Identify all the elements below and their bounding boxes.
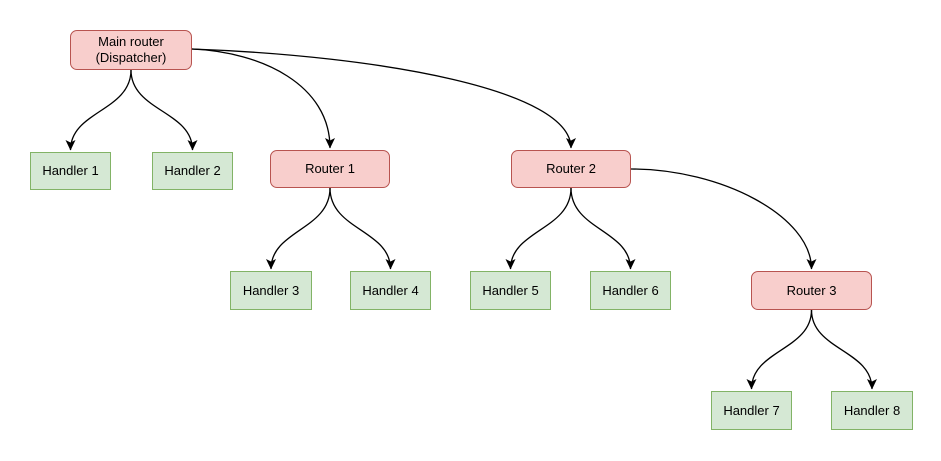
node-handler-4[interactable]: Handler 4 bbox=[350, 271, 431, 310]
edge-main-router-to-handler-2 bbox=[130, 69, 198, 151]
edge-main-router-to-router-1 bbox=[191, 48, 335, 149]
node-handler-3[interactable]: Handler 3 bbox=[230, 271, 312, 310]
edge-router-1-to-handler-4 bbox=[329, 187, 396, 270]
edge-main-router-to-router-2 bbox=[191, 48, 576, 149]
edge-router-2-to-handler-5 bbox=[505, 187, 572, 270]
edge-main-router-to-handler-1 bbox=[65, 69, 132, 151]
edge-router-2-to-router-3 bbox=[630, 168, 817, 270]
node-router-2[interactable]: Router 2 bbox=[511, 150, 631, 188]
edge-router-3-to-handler-8 bbox=[810, 309, 877, 390]
node-handler-2[interactable]: Handler 2 bbox=[152, 152, 233, 190]
node-handler-7[interactable]: Handler 7 bbox=[711, 391, 792, 430]
node-main-router[interactable]: Main router (Dispatcher) bbox=[70, 30, 192, 70]
node-router-1[interactable]: Router 1 bbox=[270, 150, 390, 188]
node-router-3[interactable]: Router 3 bbox=[751, 271, 872, 310]
node-handler-8[interactable]: Handler 8 bbox=[831, 391, 913, 430]
node-handler-6[interactable]: Handler 6 bbox=[590, 271, 671, 310]
node-handler-5[interactable]: Handler 5 bbox=[470, 271, 551, 310]
edge-router-1-to-handler-3 bbox=[266, 187, 331, 270]
edge-router-2-to-handler-6 bbox=[570, 187, 636, 270]
node-handler-1[interactable]: Handler 1 bbox=[30, 152, 111, 190]
edge-router-3-to-handler-7 bbox=[746, 309, 813, 390]
